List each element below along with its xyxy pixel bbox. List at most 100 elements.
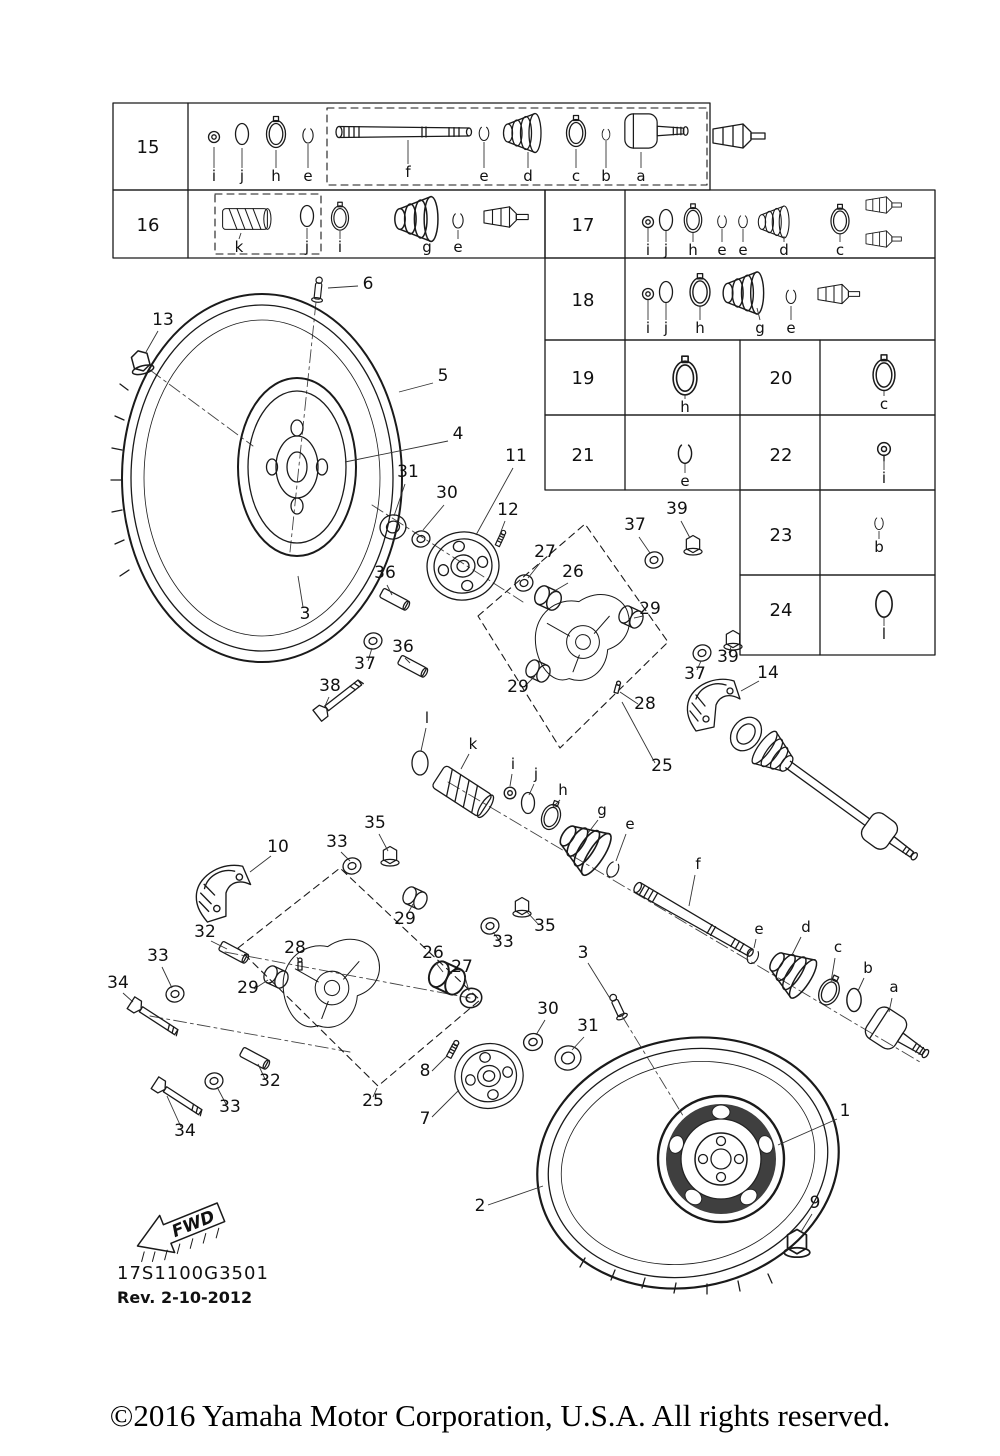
callout-33: 33 — [147, 946, 169, 966]
cv-boot-d — [759, 939, 822, 1003]
cv-boot-d — [502, 112, 542, 154]
table-rows19-24-parts — [672, 354, 896, 618]
callout-37: 37 — [354, 654, 376, 674]
wheel-stud-8 — [445, 1039, 461, 1060]
leader-line — [800, 1213, 813, 1233]
leader-line — [238, 232, 242, 240]
callout-c: c — [836, 241, 844, 259]
callout-32: 32 — [194, 922, 216, 942]
leader-line — [615, 833, 627, 862]
collar-32 — [238, 1046, 272, 1071]
leader-line — [386, 584, 393, 596]
callout-14: 14 — [757, 663, 779, 683]
leader-line — [372, 1087, 378, 1098]
callout-b: b — [874, 538, 884, 556]
callout-a: a — [636, 167, 645, 185]
front-left-tire — [110, 293, 403, 663]
clamp-c — [830, 203, 850, 235]
callout-10: 10 — [267, 837, 289, 857]
callout-a: a — [889, 978, 898, 996]
table-row15-parts — [207, 112, 766, 154]
cv-joint-a — [861, 1002, 938, 1071]
circlip-e — [452, 213, 464, 229]
leader-line — [367, 647, 373, 662]
leader-line — [523, 675, 536, 688]
callout-34: 34 — [174, 1121, 196, 1141]
callout-f: f — [695, 855, 701, 873]
leader-line — [688, 874, 696, 907]
leader-line — [249, 855, 272, 873]
front-left-rim — [237, 377, 357, 557]
circlip-e — [717, 215, 727, 229]
callout-33: 33 — [219, 1097, 241, 1117]
leader-line — [509, 773, 513, 787]
callout-29: 29 — [639, 599, 661, 619]
callout-h: h — [558, 781, 568, 799]
ring-i — [876, 441, 892, 457]
callout-c: c — [880, 395, 888, 413]
leader-line — [528, 783, 535, 796]
oring-j — [658, 280, 674, 304]
callout-b: b — [601, 167, 611, 185]
callout-21: 21 — [572, 445, 595, 466]
callout-g: g — [755, 319, 765, 337]
leader-line — [340, 851, 351, 862]
cv-joint-a — [624, 113, 689, 149]
shaft-end-cone — [817, 283, 861, 305]
callout-9: 9 — [810, 1193, 821, 1213]
lower-knuckle-assembly — [126, 845, 532, 1120]
valve-stem-6 — [310, 275, 326, 304]
circlip-e — [738, 215, 748, 229]
callout-12: 12 — [497, 500, 519, 520]
table-row18-parts — [641, 271, 861, 315]
steering-knuckle-25 — [529, 590, 638, 687]
clamp-c — [814, 971, 846, 1009]
callout-36: 36 — [374, 563, 396, 583]
washer-33 — [340, 855, 364, 877]
oring-l — [875, 590, 893, 618]
leader-line — [487, 1185, 544, 1206]
shaft-end-cone — [712, 123, 766, 149]
callout-20: 20 — [770, 368, 793, 389]
clamp-h — [672, 355, 698, 396]
callout-k: k — [235, 238, 244, 256]
leader-line — [296, 956, 300, 964]
callout-16: 16 — [137, 215, 160, 236]
callout-i: i — [882, 469, 886, 487]
callout-e: e — [786, 319, 795, 337]
guard-10 — [193, 863, 255, 924]
circlip-e — [744, 947, 761, 966]
leader-line — [680, 520, 691, 539]
cv-boot-g — [722, 271, 765, 315]
copyright-text: ©2016 Yamaha Motor Corporation, U.S.A. A… — [109, 1398, 891, 1433]
oring-j — [234, 122, 250, 146]
bolt-34 — [150, 1076, 207, 1120]
shaft-end-cone — [865, 230, 902, 248]
callout-1: 1 — [840, 1101, 851, 1121]
cv-boot-g — [394, 195, 439, 243]
washer-37 — [642, 548, 666, 572]
leader-line — [324, 696, 330, 707]
callout-27: 27 — [534, 542, 556, 562]
callout-17: 17 — [572, 215, 595, 236]
clip-b — [874, 517, 884, 531]
leader-line — [619, 691, 639, 705]
leader-line — [728, 646, 732, 654]
callout-26: 26 — [422, 943, 444, 963]
callout-h: h — [688, 241, 698, 259]
shaft-end-cone — [865, 196, 902, 214]
leader-line — [633, 615, 644, 619]
callout-34: 34 — [107, 973, 129, 993]
callout-e: e — [453, 238, 462, 256]
grease-fitting-28 — [297, 957, 303, 971]
circlip-e — [785, 289, 797, 305]
callout-32: 32 — [259, 1071, 281, 1091]
callout-8: 8 — [420, 1061, 431, 1081]
collar-36 — [378, 587, 412, 612]
axle-shaft-f — [631, 880, 756, 960]
band-clamp-h — [265, 115, 287, 149]
leader-line — [216, 1086, 227, 1105]
oring-j — [520, 791, 536, 815]
leader-line — [166, 1095, 182, 1128]
